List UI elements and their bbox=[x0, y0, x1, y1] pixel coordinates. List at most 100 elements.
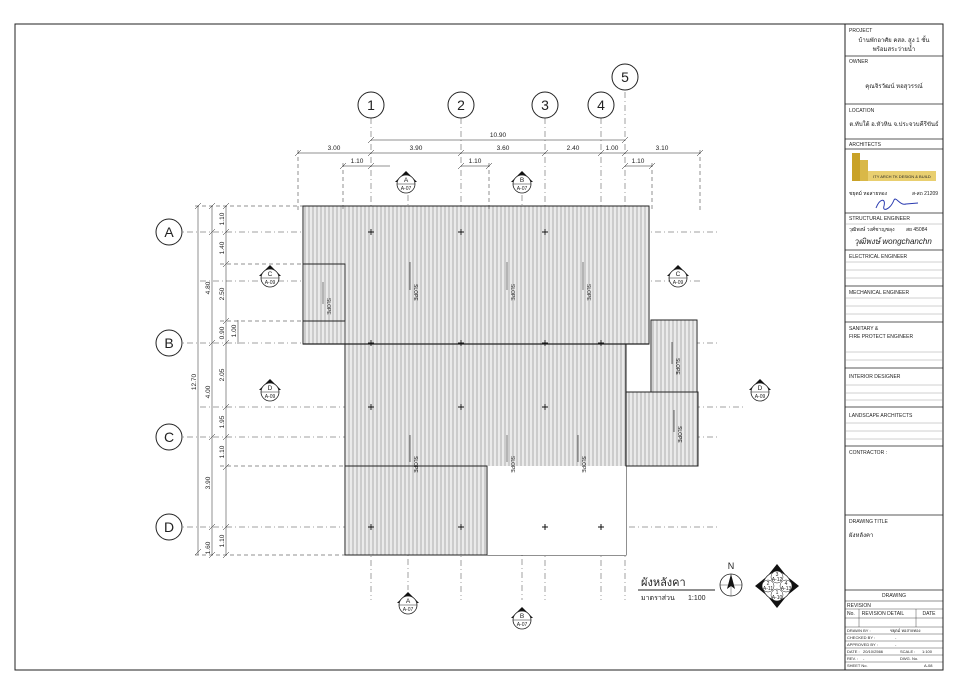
svg-text:ส-สถ 21209: ส-สถ 21209 bbox=[912, 191, 938, 197]
svg-text:ชยุตม์ หอสายทอง: ชยุตม์ หอสายทอง bbox=[849, 190, 888, 197]
svg-text:DRAWING TITLE: DRAWING TITLE bbox=[849, 519, 889, 525]
svg-text:SLOPE: SLOPE bbox=[325, 298, 331, 315]
svg-text:N: N bbox=[728, 561, 735, 571]
section-marker: A A-07 bbox=[397, 592, 419, 615]
left-dimension-labels: 12.70 4.80 4.00 3.90 1.10 1.40 2.50 0.90… bbox=[191, 212, 238, 554]
section-marker: A A-07 bbox=[395, 171, 417, 194]
svg-text:SLOPE: SLOPE bbox=[509, 456, 515, 473]
grid-bubble-4: 4 bbox=[587, 91, 615, 119]
svg-text:REV. :: REV. : bbox=[847, 656, 858, 661]
svg-text:บ้านพักอาศัย คสล. สูง 1 ชั้น: บ้านพักอาศัย คสล. สูง 1 ชั้น bbox=[859, 34, 930, 44]
grid-row-bubbles: A B C D bbox=[155, 218, 183, 541]
svg-text:20/10/2566: 20/10/2566 bbox=[863, 649, 884, 654]
north-arrow-icon: N bbox=[719, 561, 743, 597]
svg-text:D: D bbox=[164, 519, 174, 535]
svg-text:1.10: 1.10 bbox=[632, 158, 645, 165]
svg-text:B: B bbox=[520, 613, 524, 620]
svg-text:1: 1 bbox=[776, 590, 779, 596]
svg-text:ชยุตม์ หอสายทอง: ชยุตม์ หอสายทอง bbox=[890, 628, 921, 634]
svg-text:SLOPE: SLOPE bbox=[412, 456, 418, 473]
grid-bubble-1: 1 bbox=[357, 91, 385, 119]
svg-text:A-13: A-13 bbox=[781, 586, 792, 592]
grid-bubble-c: C bbox=[155, 423, 183, 451]
svg-text:A-07: A-07 bbox=[403, 607, 414, 613]
slope-arrow: SLOPE bbox=[409, 262, 418, 301]
section-marker: B A-07 bbox=[511, 607, 533, 630]
svg-text:2.05: 2.05 bbox=[219, 368, 226, 381]
svg-text:STRUCTURAL ENGINEER: STRUCTURAL ENGINEER bbox=[849, 216, 910, 222]
svg-text:1.60: 1.60 bbox=[205, 541, 212, 554]
svg-text:5: 5 bbox=[621, 69, 629, 85]
svg-text:1.10: 1.10 bbox=[219, 534, 226, 547]
slope-arrow: SLOPE bbox=[409, 435, 418, 473]
svg-text:DRAWN BY :: DRAWN BY : bbox=[847, 628, 871, 633]
svg-text:ITY ARCH TK DESIGN & BUILD: ITY ARCH TK DESIGN & BUILD bbox=[873, 174, 931, 179]
svg-text:A-09: A-09 bbox=[673, 280, 684, 286]
svg-text:A-08: A-08 bbox=[924, 663, 933, 668]
svg-text:ARCHITECTS: ARCHITECTS bbox=[849, 142, 882, 148]
svg-text:มาตราส่วน: มาตราส่วน bbox=[641, 595, 675, 602]
svg-text:2.50: 2.50 bbox=[219, 287, 226, 300]
svg-text:1.00: 1.00 bbox=[231, 324, 238, 337]
section-markers: A A-07 B A-07 C A-09 C A-09 bbox=[259, 171, 771, 630]
column-markers bbox=[368, 229, 604, 530]
svg-text:3.90: 3.90 bbox=[205, 476, 212, 489]
svg-text:SHEET No.: SHEET No. bbox=[847, 663, 868, 668]
svg-text:A-11: A-11 bbox=[763, 586, 773, 592]
svg-text:คุณจิรวัฒน์ หอสุวรรณ์: คุณจิรวัฒน์ หอสุวรรณ์ bbox=[865, 82, 923, 90]
svg-text:LOCATION: LOCATION bbox=[849, 108, 875, 114]
svg-text:1.10: 1.10 bbox=[351, 158, 364, 165]
slope-arrow: SLOPE bbox=[506, 435, 515, 473]
svg-text:C: C bbox=[676, 271, 681, 278]
section-marker: D A-09 bbox=[259, 379, 281, 402]
svg-text:2.40: 2.40 bbox=[567, 145, 580, 152]
svg-text:1:100: 1:100 bbox=[688, 595, 706, 602]
svg-text:2: 2 bbox=[767, 581, 770, 587]
slope-arrow: SLOPE bbox=[673, 410, 682, 443]
svg-text:3: 3 bbox=[541, 97, 549, 113]
grid-bubble-3: 3 bbox=[531, 91, 559, 119]
svg-text:10.90: 10.90 bbox=[490, 132, 507, 139]
svg-text:C: C bbox=[268, 271, 273, 278]
slope-arrow: SLOPE bbox=[322, 282, 331, 315]
svg-text:ต.ทับใต้ อ.หัวหิน จ.ประจวบคีรี: ต.ทับใต้ อ.หัวหิน จ.ประจวบคีรีขันธ์ bbox=[849, 120, 939, 128]
svg-text:C: C bbox=[164, 429, 174, 445]
svg-text:4: 4 bbox=[785, 581, 788, 587]
svg-text:B: B bbox=[164, 335, 173, 351]
svg-text:D: D bbox=[758, 385, 763, 392]
svg-text:A-10: A-10 bbox=[772, 595, 783, 601]
svg-text:A-12: A-12 bbox=[772, 577, 783, 583]
grid-bubble-d: D bbox=[155, 513, 183, 541]
title-block: PROJECT บ้านพักอาศัย คสล. สูง 1 ชั้น พร้… bbox=[844, 23, 944, 671]
top-dimensions bbox=[294, 136, 704, 210]
svg-text:SLOPE: SLOPE bbox=[674, 358, 680, 375]
svg-text:สย 45084: สย 45084 bbox=[906, 227, 927, 233]
svg-text:-: - bbox=[895, 635, 897, 640]
svg-text:DATE: DATE bbox=[923, 611, 937, 617]
svg-text:4.00: 4.00 bbox=[205, 385, 212, 398]
svg-text:A-09: A-09 bbox=[265, 280, 276, 286]
svg-text:ผังหลังคา: ผังหลังคา bbox=[849, 532, 873, 539]
svg-text:MECHANICAL ENGINEER: MECHANICAL ENGINEER bbox=[849, 290, 909, 296]
svg-text:ELECTRICAL ENGINEER: ELECTRICAL ENGINEER bbox=[849, 254, 908, 260]
svg-text:A: A bbox=[404, 177, 409, 184]
svg-text:1.00: 1.00 bbox=[606, 145, 619, 152]
svg-text:APPROVED BY :: APPROVED BY : bbox=[847, 642, 878, 647]
svg-text:1.95: 1.95 bbox=[219, 415, 226, 428]
svg-text:3.60: 3.60 bbox=[497, 145, 510, 152]
svg-text:1.10: 1.10 bbox=[469, 158, 482, 165]
svg-text:DWG. No.: DWG. No. bbox=[900, 656, 918, 661]
svg-text:1.40: 1.40 bbox=[219, 241, 226, 254]
architect-logo: ITY ARCH TK DESIGN & BUILD bbox=[852, 153, 936, 181]
svg-text:SCALE :: SCALE : bbox=[900, 649, 915, 654]
svg-text:0.90: 0.90 bbox=[219, 326, 226, 339]
slope-arrow: SLOPE bbox=[671, 342, 680, 375]
svg-text:1.10: 1.10 bbox=[219, 445, 226, 458]
svg-text:3.00: 3.00 bbox=[328, 145, 341, 152]
grid-column-bubbles: 1 2 3 4 5 bbox=[357, 63, 639, 119]
svg-text:12.70: 12.70 bbox=[191, 373, 198, 390]
svg-text:ผังหลังคา: ผังหลังคา bbox=[641, 577, 686, 589]
roof-plan: SLOPE SLOPE SLOPE SLOPE SLOPE SLOPE SLOP… bbox=[155, 63, 799, 630]
svg-text:1: 1 bbox=[367, 97, 375, 113]
